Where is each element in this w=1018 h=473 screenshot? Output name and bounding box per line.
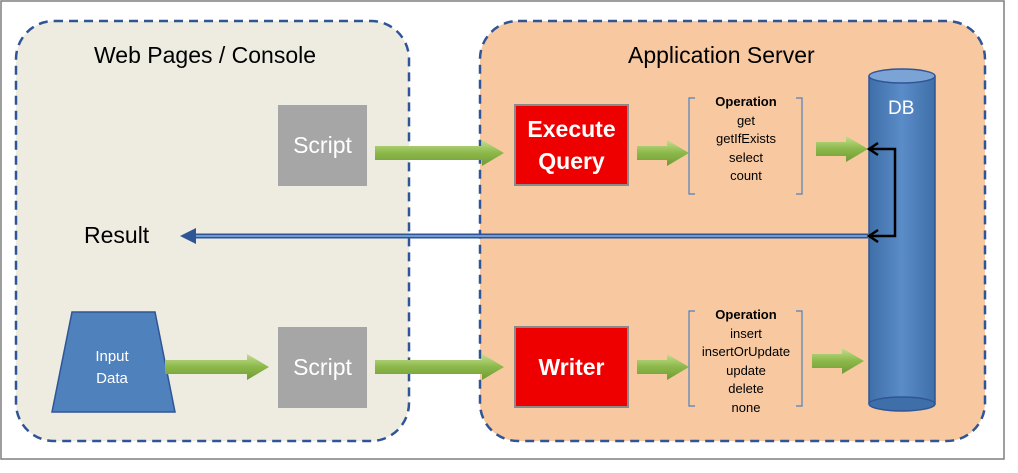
arrow-script-to-writer [375, 354, 504, 380]
write-ops-brackets [688, 310, 803, 407]
script-box-top: Script [278, 105, 367, 186]
db-cylinder [868, 68, 936, 412]
result-arrow [180, 228, 868, 244]
writer-box: Writer [514, 326, 629, 408]
read-ops-heading: Operation [715, 94, 777, 109]
arrow-input-to-script [165, 354, 269, 380]
result-label: Result [84, 222, 150, 248]
write-op-item: none [731, 399, 761, 415]
arrow-script-to-execute [375, 140, 504, 166]
arrow-writer-to-writeops [637, 354, 689, 380]
write-op-item: insertOrUpdate [701, 344, 791, 359]
read-ops-brackets [688, 97, 803, 195]
write-op-item: delete [728, 381, 764, 396]
db-label: DB [888, 98, 915, 119]
read-op-item: getIfExists [716, 131, 776, 146]
read-op-item: select [729, 149, 763, 165]
script-box-bottom: Script [278, 327, 367, 408]
left-panel-title: Web Pages / Console [94, 42, 317, 68]
execute-query-line1: Execute [527, 116, 616, 142]
arrow-execute-to-readops [637, 140, 689, 166]
read-op-item: get [736, 112, 756, 128]
execute-query-box: Execute Query [514, 104, 629, 186]
write-op-item: update [726, 362, 766, 378]
arrow-writeops-to-db [812, 348, 864, 374]
execute-query-line2: Query [538, 148, 605, 174]
read-op-item: count [730, 168, 762, 183]
write-ops-heading: Operation [715, 307, 777, 322]
input-data-label: Input Data [72, 346, 152, 390]
input-data-shape [51, 311, 176, 413]
write-op-item: insert [730, 325, 762, 341]
write-ops-list: Operation insert insertOrUpdate update d… [691, 306, 801, 417]
input-data-line1: Input [95, 348, 129, 365]
right-panel-title: Application Server [628, 42, 815, 68]
input-data-line2: Data [96, 370, 128, 387]
read-ops-list: Operation get getIfExists select count [691, 93, 801, 186]
db-feedback-connector [866, 141, 897, 244]
arrow-readops-to-db [816, 136, 868, 162]
